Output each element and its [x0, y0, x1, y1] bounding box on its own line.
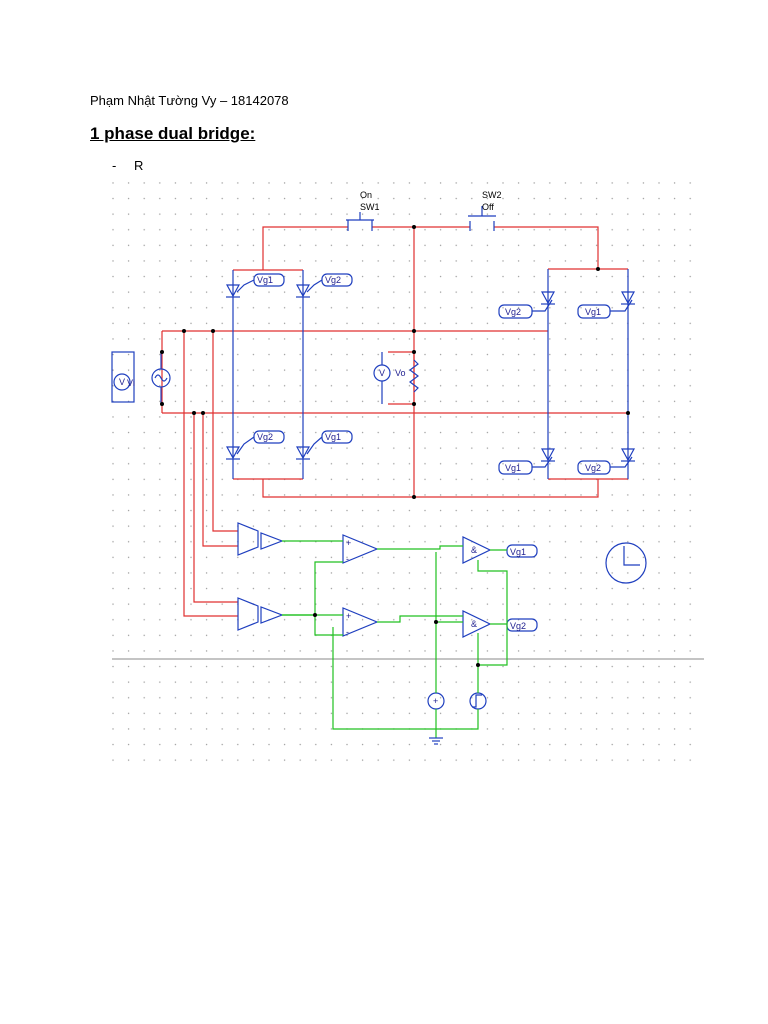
comparator-2-minus: - [346, 627, 349, 637]
bullet-marker: - [112, 158, 117, 173]
logic-gate-2-symbol: & [471, 619, 477, 629]
voltmeter-in-label: V [119, 377, 125, 387]
thyristor-right-1 [540, 291, 556, 305]
power-wiring [161, 226, 628, 617]
output-label: Vo [395, 368, 406, 378]
switch1-state: On [360, 190, 372, 200]
gate-label-box [321, 430, 353, 444]
gate-output-vg1: Vg1 [510, 547, 526, 557]
author-line: Phạm Nhật Tường Vy – 18142078 [90, 93, 289, 108]
gate-label-box [577, 304, 611, 319]
switch1-name: SW1 [360, 202, 380, 212]
thyristor-left-3 [225, 446, 241, 460]
gate-label-box [498, 304, 533, 319]
gate-label-vg1: Vg1 [585, 307, 601, 317]
voltmeter-out-label: V [379, 368, 385, 378]
switch2-state: Off [482, 202, 494, 212]
thyristor-right-2 [620, 291, 636, 305]
gain-block-2 [260, 606, 284, 624]
gate-label-box [253, 430, 285, 444]
gate-label-vg2: Vg2 [325, 275, 341, 285]
ground-icon [429, 737, 443, 745]
load-resistor [409, 359, 419, 393]
logic-gate-1 [462, 536, 492, 564]
gain-block-1 [260, 532, 284, 550]
switch2-name: SW2 [482, 190, 502, 200]
gate-output-box-1 [506, 544, 538, 558]
thyristor-left-4 [295, 446, 311, 460]
clock-icon [605, 542, 647, 584]
grid-background [112, 182, 704, 764]
thyristor-left-2 [295, 284, 311, 298]
gate-label-box [321, 273, 353, 287]
thyristor-right-3 [540, 448, 556, 462]
junction-dots [160, 225, 630, 667]
thyristor-left-1 [225, 284, 241, 298]
dc-source-symbol: + [433, 696, 438, 706]
section-heading: 1 phase dual bridge: [90, 124, 256, 143]
bullet-item: -R [112, 158, 143, 173]
bullet-text: R [134, 158, 144, 173]
sampler-block-1 [237, 522, 259, 556]
comparator-2-plus: + [346, 611, 351, 621]
gate-label-vg1: Vg1 [257, 275, 273, 285]
gate-label-vg2: Vg2 [257, 432, 273, 442]
gate-label-box [253, 273, 285, 287]
gate-label-vg2: Vg2 [585, 463, 601, 473]
thyristor-right-4 [620, 448, 636, 462]
gate-label-vg1: Vg1 [505, 463, 521, 473]
comparator-2 [342, 607, 379, 637]
gate-output-vg2: Vg2 [510, 621, 526, 631]
source-label: Vi [127, 378, 135, 388]
gate-label-box [577, 460, 611, 475]
voltmeter-in [113, 373, 131, 391]
logic-gate-2 [462, 610, 492, 638]
comparator-1-minus: - [346, 554, 349, 564]
source-box [111, 351, 135, 403]
gate-label-vg1: Vg1 [325, 432, 341, 442]
logic-gate-1-symbol: & [471, 545, 477, 555]
sampler-block-2 [237, 597, 259, 631]
comparator-1 [342, 534, 379, 564]
comparator-1-plus: + [346, 538, 351, 548]
gate-label-vg2: Vg2 [505, 307, 521, 317]
gate-label-box [498, 460, 533, 475]
